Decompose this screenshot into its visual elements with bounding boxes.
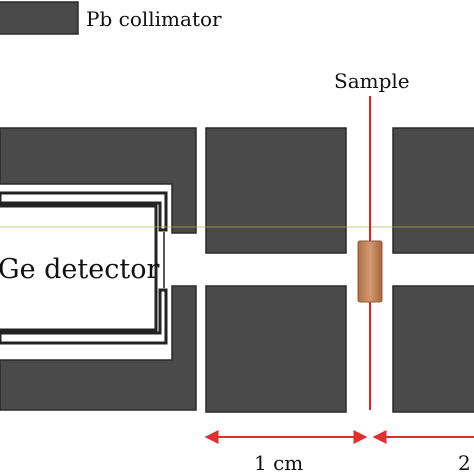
sample-label: Sample — [334, 69, 410, 93]
legend-label: Pb collimator — [86, 7, 222, 31]
detector-shield-upper — [0, 127, 197, 234]
collimator-block-2-top — [392, 127, 474, 254]
dimension-label-1cm: 1 cm — [254, 451, 303, 474]
dimension-label-2: 2 — [458, 451, 471, 474]
collimator-block-2-bottom — [392, 285, 474, 413]
detector-housing — [0, 191, 168, 345]
detector-shield-lower — [0, 285, 197, 411]
collimator-block-1-top — [205, 127, 347, 254]
legend-swatch — [0, 1, 79, 35]
collimator-block-1-bottom — [205, 285, 347, 413]
detector-label: Ge detector — [0, 254, 159, 285]
sample — [357, 240, 383, 303]
